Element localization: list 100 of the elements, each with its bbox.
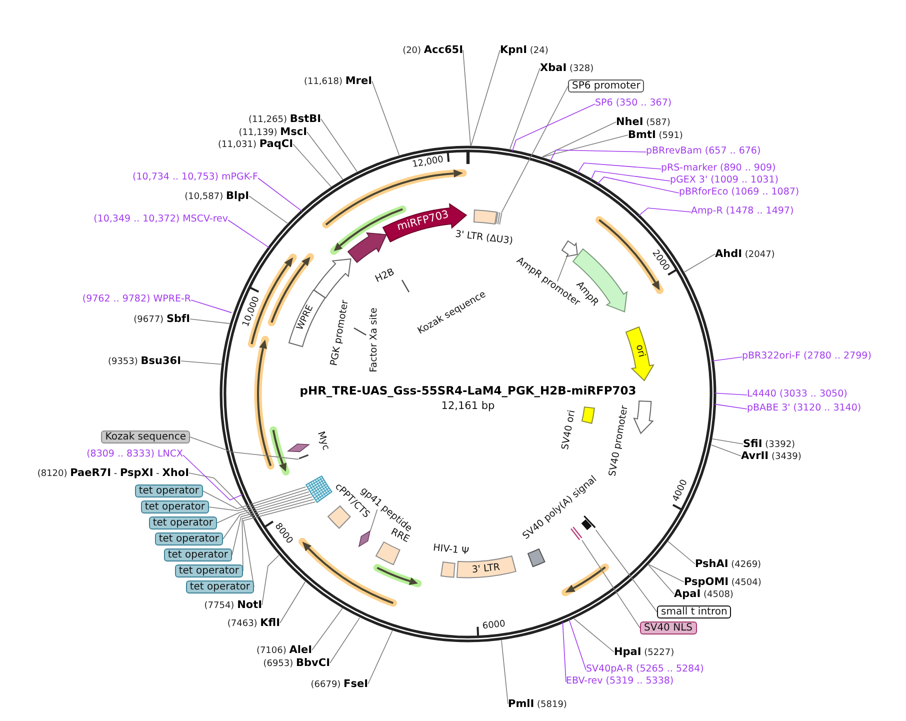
feature-label: Factor Xa site bbox=[369, 308, 379, 372]
leader-line bbox=[501, 86, 568, 213]
feature-tag: small t intron bbox=[657, 606, 732, 618]
feature-label: 3' LTR bbox=[471, 562, 500, 576]
leader-line bbox=[370, 509, 378, 532]
restriction-site-label: AvrII (3439) bbox=[741, 450, 802, 462]
primer-label: Amp-R (1478 .. 1497) bbox=[691, 206, 794, 218]
leader-line bbox=[228, 220, 270, 248]
sequence-length: 12,161 bp bbox=[441, 400, 495, 412]
primer-label: pGEX 3' (1009 .. 1031) bbox=[670, 176, 778, 186]
leader-line bbox=[550, 150, 646, 162]
restriction-site-label: (7463) KflI bbox=[227, 616, 280, 630]
primer-label: (10,734 .. 10,753) mPGK-F bbox=[132, 172, 258, 184]
restriction-site-label: BmtI (591) bbox=[628, 128, 683, 142]
restriction-site-label: PmlI (5819) bbox=[508, 698, 567, 710]
restriction-site-label: (9677) SbfI bbox=[134, 312, 190, 326]
leader-line bbox=[714, 392, 748, 396]
feature-label: SV40 ori bbox=[560, 409, 578, 450]
leader-line bbox=[368, 630, 393, 684]
leader-line bbox=[202, 486, 306, 510]
leader-line bbox=[312, 608, 343, 650]
leader-line bbox=[510, 68, 540, 150]
feature-tag: tet operator bbox=[174, 564, 243, 578]
feature-tag: tet operator bbox=[186, 580, 254, 594]
feature-label: PGK promoter bbox=[330, 299, 350, 367]
restriction-site-label: HpaI (5227) bbox=[614, 646, 674, 658]
feature-arrow bbox=[561, 240, 579, 258]
leader-line bbox=[330, 617, 360, 664]
leader-line bbox=[470, 50, 500, 146]
primer-label: pBRrevBam (657 .. 676) bbox=[646, 146, 761, 158]
feature-label: ori bbox=[634, 344, 646, 358]
feature-tick bbox=[298, 454, 310, 460]
feature-tick bbox=[570, 526, 584, 541]
leader-line bbox=[710, 444, 742, 456]
leader-line bbox=[222, 494, 311, 540]
leader-line bbox=[648, 564, 684, 582]
feature-tick bbox=[495, 211, 503, 226]
leader-line bbox=[562, 622, 566, 682]
leader-line bbox=[574, 618, 614, 652]
leader-line bbox=[597, 176, 680, 194]
primer-label: pBABE 3' (3120 .. 3140) bbox=[747, 404, 862, 414]
leader-line bbox=[248, 196, 288, 224]
feature-lozenge bbox=[358, 530, 372, 548]
feature-label: H2B bbox=[374, 268, 396, 284]
leader-line bbox=[712, 356, 742, 362]
tick-label: 4000 bbox=[672, 478, 690, 504]
feature-tag: tet operator bbox=[148, 516, 217, 530]
leader-line bbox=[280, 581, 306, 624]
leader-line bbox=[542, 122, 616, 158]
leader-line bbox=[684, 254, 716, 272]
primer-label: (8309 .. 8333) LNCX bbox=[86, 450, 183, 460]
restriction-site-label: (6953) BbvCI bbox=[263, 656, 330, 670]
leader-line bbox=[590, 170, 670, 182]
feature-label: SV40 promoter bbox=[608, 404, 630, 478]
leader-line bbox=[542, 134, 628, 158]
primer-label: (10,349 .. 10,372) MSCV-rev bbox=[94, 214, 228, 226]
leader-line bbox=[595, 530, 658, 612]
primer-label: (9762 .. 9782) WPRE-R bbox=[82, 294, 191, 306]
feature-tag: tet operator bbox=[134, 484, 203, 498]
leader-line bbox=[501, 640, 508, 704]
restriction-site-label: (9353) Bsu36I bbox=[108, 354, 181, 368]
primer-label: SV40pA-R (5265 .. 5284) bbox=[586, 664, 704, 676]
leader-line bbox=[258, 178, 302, 212]
leader-line bbox=[714, 404, 748, 410]
feature-block bbox=[581, 515, 597, 531]
restriction-site-label: PspOMI (4504) bbox=[684, 576, 762, 588]
leader-line bbox=[216, 491, 310, 524]
leader-line bbox=[208, 488, 308, 512]
leader-line bbox=[582, 540, 640, 628]
leader-line bbox=[190, 318, 230, 324]
restriction-site-label: (6679) FseI bbox=[310, 678, 368, 690]
primer-label: pRS-marker (890 .. 909) bbox=[661, 164, 776, 174]
leader-line bbox=[512, 104, 596, 152]
primer-label: L4440 (3033 .. 3050) bbox=[747, 390, 848, 400]
restriction-site-label: (11,618) MreI bbox=[304, 74, 372, 88]
leader-line bbox=[638, 208, 692, 216]
leader-line bbox=[712, 438, 744, 444]
leader-line bbox=[568, 619, 586, 670]
primer-label: pBRforEco (1069 .. 1087) bbox=[679, 188, 800, 198]
leader-line bbox=[556, 254, 568, 282]
feature-tag: tet operator bbox=[140, 500, 209, 514]
hatched-block bbox=[304, 475, 333, 504]
restriction-site-label: (10,587) BlpI bbox=[184, 190, 249, 202]
restriction-site-label: (8120) PaeR7I - PspXI - XhoI bbox=[37, 466, 189, 480]
restriction-site-label: ApaI (4508) bbox=[674, 588, 734, 600]
leader-line bbox=[190, 300, 232, 314]
leader-line bbox=[292, 144, 332, 188]
restriction-site-label: SfiI (3392) bbox=[743, 438, 796, 450]
leader-line bbox=[232, 496, 313, 556]
tick-label: 12,000 bbox=[411, 156, 444, 171]
tick-label: 6000 bbox=[482, 620, 506, 632]
primer-label: SP6 (350 .. 367) bbox=[595, 98, 672, 110]
restriction-site-label: PshAI (4269) bbox=[695, 558, 762, 570]
restriction-site-label: (20) Acc65I bbox=[402, 44, 463, 56]
leader-line bbox=[668, 541, 696, 564]
leader-line bbox=[306, 132, 344, 180]
feature-label: 3' LTR (ΔU3) bbox=[454, 230, 514, 246]
feature-tag: tet operator bbox=[154, 532, 223, 546]
leader-line bbox=[188, 472, 252, 518]
feature-label: HIV-1 Ψ bbox=[432, 543, 470, 557]
